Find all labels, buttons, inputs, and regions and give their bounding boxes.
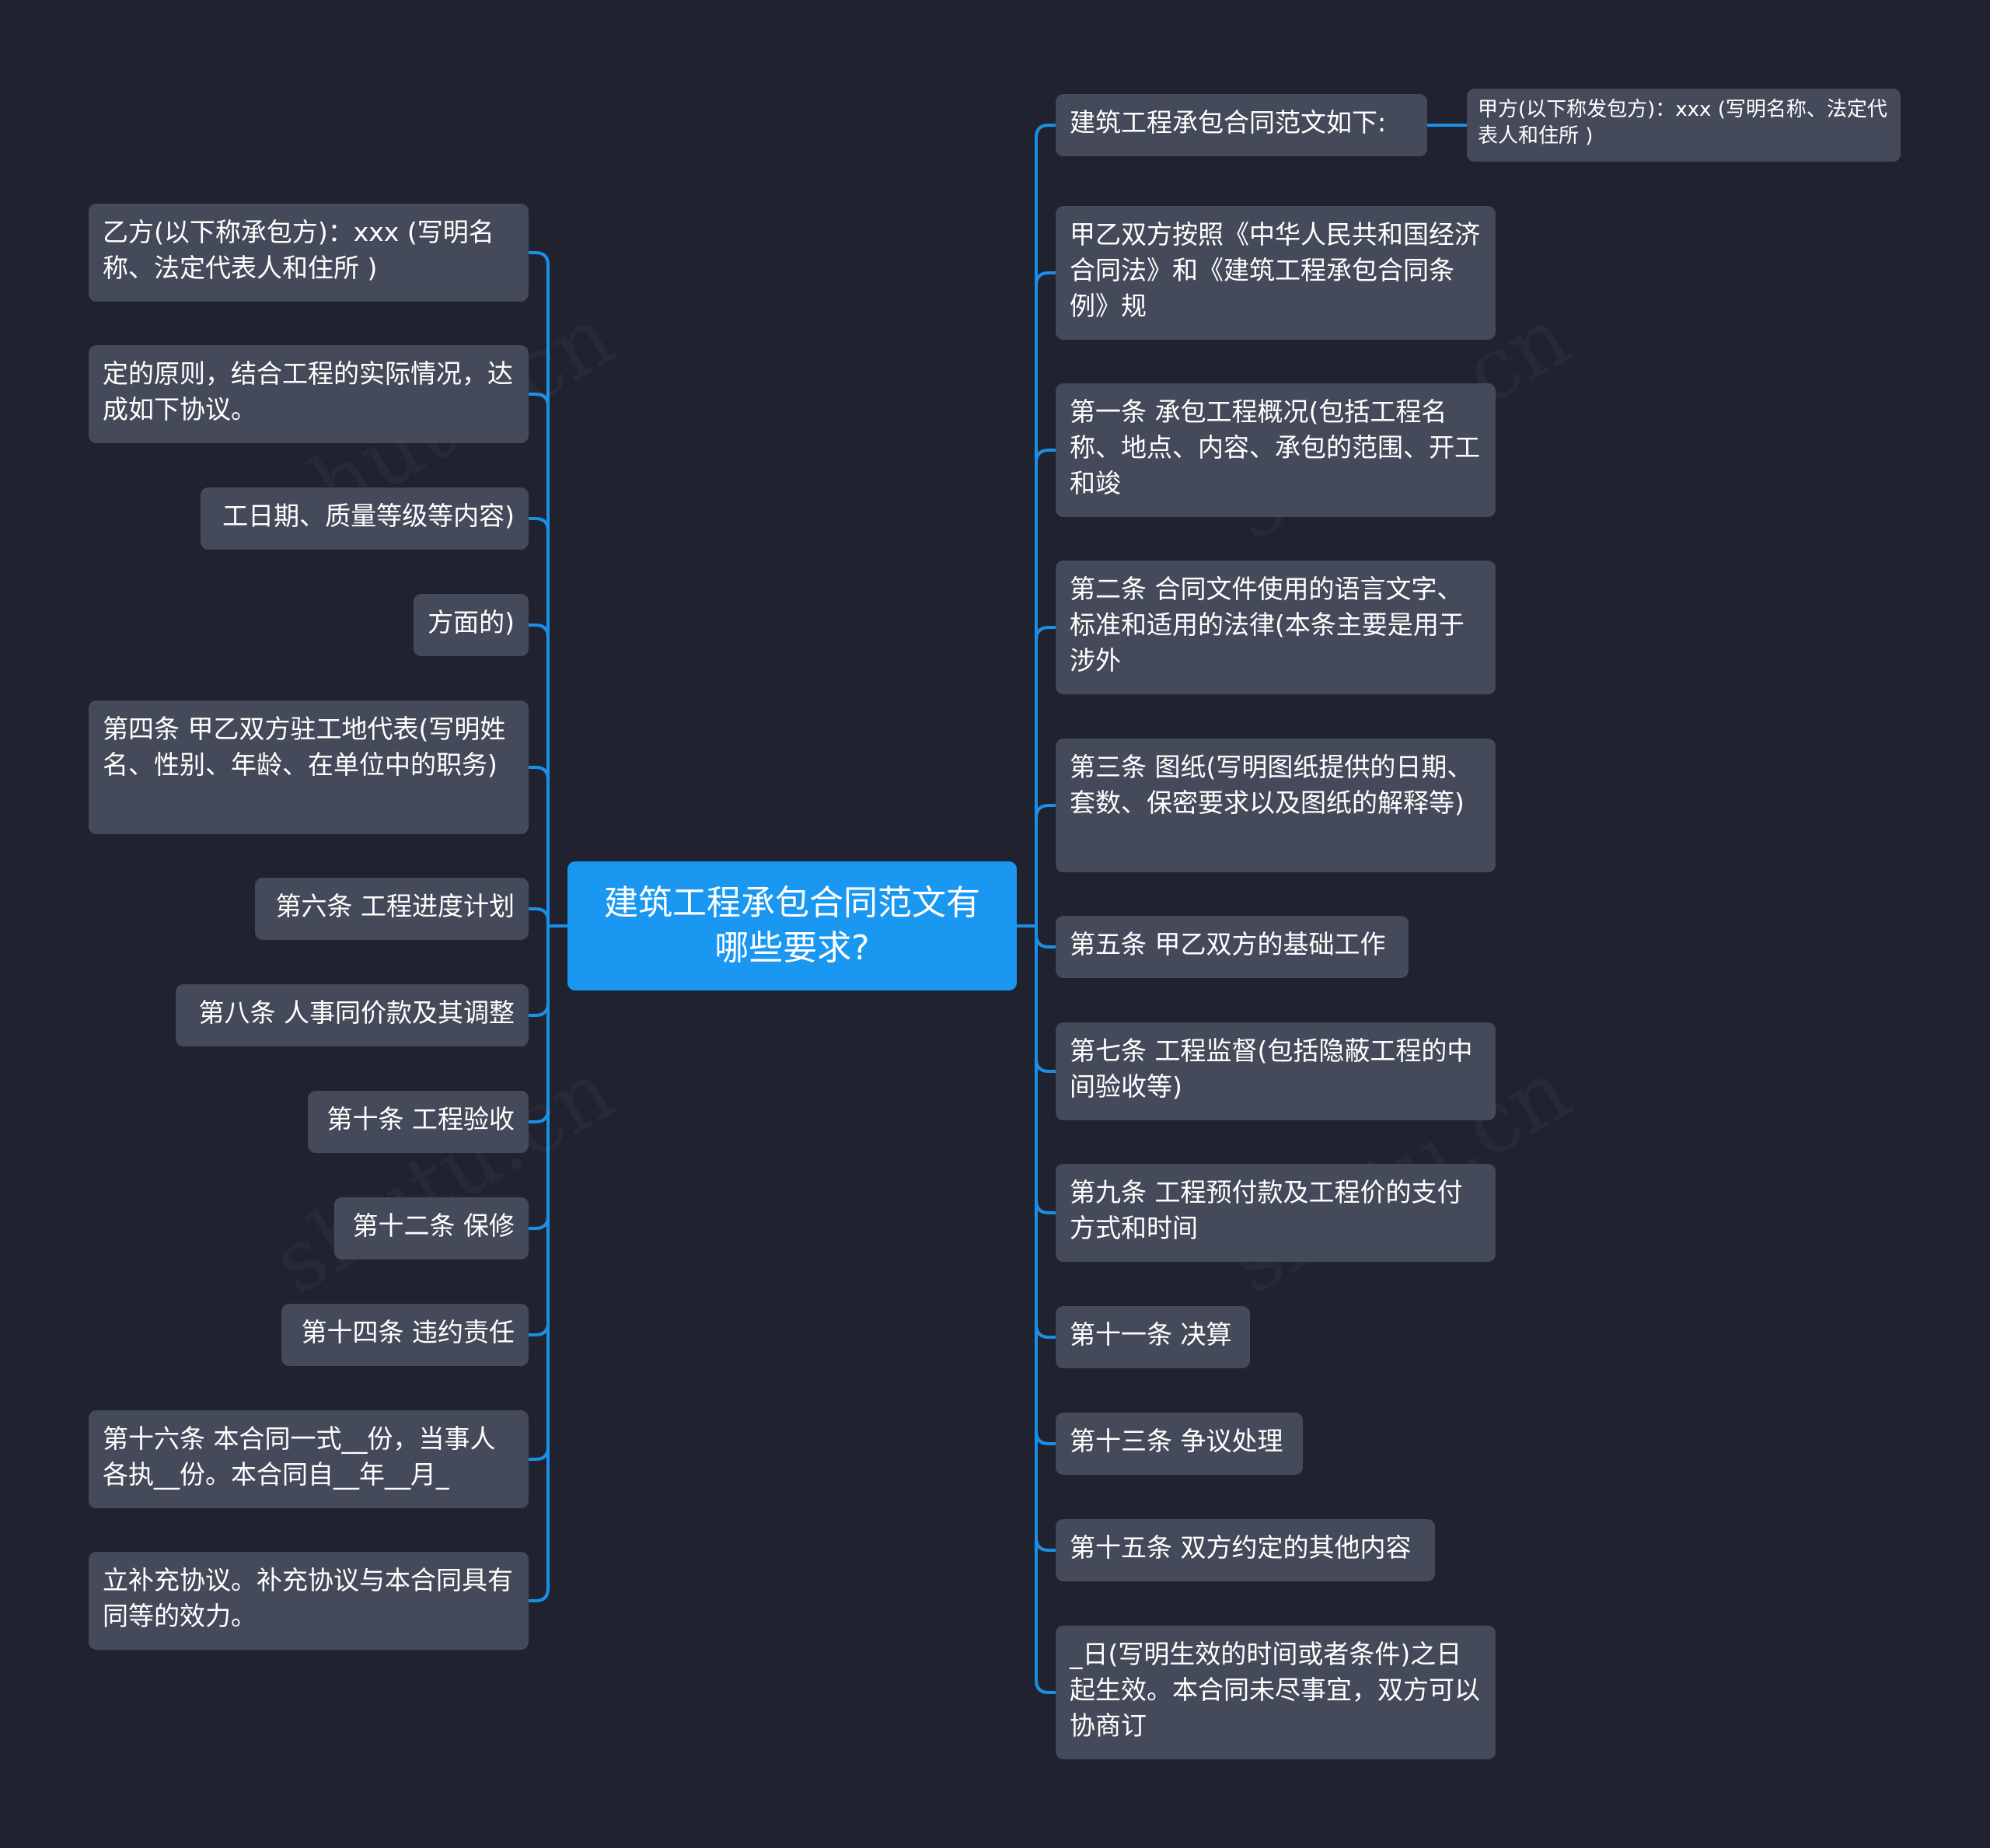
right-node-7[interactable]: 第七条 工程监督(包括隐蔽工程的中间验收等): [1056, 1022, 1496, 1120]
node-label: 第十五条 双方约定的其他内容: [1070, 1532, 1412, 1563]
node-label: _日(写明生效的时间或者条件)之日起生效。本合同未尽事宜，双方可以协商订: [1070, 1639, 1480, 1741]
root-topic-label: 建筑工程承包合同范文有哪些要求?: [604, 883, 980, 968]
node-label: 第十六条 本合同一式__份，当事人各执__份。本合同自__年__月_: [103, 1424, 496, 1490]
left-node-1[interactable]: 乙方(以下称承包方)：xxx (写明名称、法定代表人和住所 ): [89, 204, 529, 302]
link-right-1: [1035, 124, 1056, 926]
right-node-2[interactable]: 甲乙双方按照《中华人民共和国经济合同法》和《建筑工程承包合同条例》规: [1056, 206, 1496, 340]
node-label: 第十二条 保修: [352, 1210, 515, 1241]
right-node-9[interactable]: 第十一条 决算: [1056, 1306, 1250, 1368]
node-label: 第十四条 违约责任: [301, 1317, 515, 1347]
link-left-3: [529, 517, 550, 926]
link-left-4: [529, 624, 550, 926]
link-right-12: [1035, 926, 1056, 1694]
left-node-2[interactable]: 定的原则，结合工程的实际情况，达成如下协议。: [89, 345, 529, 443]
node-label: 第五条 甲乙双方的基础工作: [1070, 929, 1386, 959]
link-right-3: [1035, 449, 1056, 926]
node-label: 第一条 承包工程概况(包括工程名称、地点、内容、承包的范围、开工和竣: [1070, 396, 1480, 498]
left-node-4[interactable]: 方面的): [414, 594, 529, 656]
node-label: 第三条 图纸(写明图纸提供的日期、套数、保密要求以及图纸的解释等): [1070, 752, 1473, 818]
node-label: 乙方(以下称承包方)：xxx (写明名称、法定代表人和住所 ): [103, 217, 494, 283]
left-node-9[interactable]: 第十二条 保修: [334, 1197, 529, 1259]
link-right-9: [1035, 926, 1056, 1339]
left-node-5[interactable]: 第四条 甲乙双方驻工地代表(写明姓名、性别、年龄、在单位中的职务): [89, 700, 529, 834]
link-left-11: [529, 926, 550, 1461]
left-node-10[interactable]: 第十四条 违约责任: [281, 1304, 529, 1366]
link-right-11: [1035, 926, 1056, 1552]
right-node-6[interactable]: 第五条 甲乙双方的基础工作: [1056, 916, 1409, 978]
node-label: 第十一条 决算: [1070, 1319, 1232, 1350]
node-label: 第六条 工程进度计划: [275, 891, 515, 921]
right-node-4[interactable]: 第二条 合同文件使用的语言文字、标准和适用的法律(本条主要是用于涉外: [1056, 561, 1496, 694]
link-right-2: [1035, 271, 1056, 926]
left-node-7[interactable]: 第八条 人事同价款及其调整: [176, 984, 529, 1046]
link-left-5: [529, 766, 550, 926]
right-node-12[interactable]: _日(写明生效的时间或者条件)之日起生效。本合同未尽事宜，双方可以协商订: [1056, 1626, 1496, 1759]
link-right-10: [1035, 926, 1056, 1445]
node-label: 定的原则，结合工程的实际情况，达成如下协议。: [103, 358, 513, 424]
link-right-4: [1035, 626, 1056, 926]
node-label: 方面的): [428, 607, 515, 638]
link-left-6: [529, 907, 550, 926]
right-node-8[interactable]: 第九条 工程预付款及工程价的支付方式和时间: [1056, 1164, 1496, 1262]
left-node-8[interactable]: 第十条 工程验收: [308, 1091, 529, 1153]
node-label: 甲乙双方按照《中华人民共和国经济合同法》和《建筑工程承包合同条例》规: [1070, 219, 1480, 321]
node-label: 第七条 工程监督(包括隐蔽工程的中间验收等): [1070, 1036, 1473, 1102]
node-label: 立补充协议。补充协议与本合同具有同等的效力。: [103, 1565, 513, 1631]
right-node-10[interactable]: 第十三条 争议处理: [1056, 1413, 1303, 1475]
node-label: 第九条 工程预付款及工程价的支付方式和时间: [1070, 1177, 1463, 1243]
node-label: 建筑工程承包合同范文如下:: [1070, 107, 1387, 138]
right-node-11[interactable]: 第十五条 双方约定的其他内容: [1056, 1519, 1435, 1581]
link-left-7: [529, 926, 550, 1017]
node-label: 工日期、质量等级等内容): [222, 501, 515, 531]
node-label: 第十三条 争议处理: [1070, 1426, 1283, 1456]
link-left-1: [529, 251, 550, 926]
node-label: 第八条 人事同价款及其调整: [198, 997, 515, 1028]
link-left-12: [529, 926, 550, 1602]
link-left-2: [529, 393, 550, 926]
link-right-5: [1035, 804, 1056, 926]
left-node-11[interactable]: 第十六条 本合同一式__份，当事人各执__份。本合同自__年__月_: [89, 1410, 529, 1508]
node-label: 第二条 合同文件使用的语言文字、标准和适用的法律(本条主要是用于涉外: [1070, 574, 1465, 676]
left-node-6[interactable]: 第六条 工程进度计划: [255, 878, 529, 940]
left-node-12[interactable]: 立补充协议。补充协议与本合同具有同等的效力。: [89, 1552, 529, 1650]
sub-node-party-a[interactable]: 甲方(以下称发包方)：xxx (写明名称、法定代表人和住所 ): [1467, 89, 1901, 162]
node-label: 第十条 工程验收: [326, 1104, 515, 1134]
root-topic[interactable]: 建筑工程承包合同范文有哪些要求?: [567, 861, 1017, 990]
node-label: 第四条 甲乙双方驻工地代表(写明姓名、性别、年龄、在单位中的职务): [103, 714, 506, 780]
right-node-5[interactable]: 第三条 图纸(写明图纸提供的日期、套数、保密要求以及图纸的解释等): [1056, 739, 1496, 872]
left-node-3[interactable]: 工日期、质量等级等内容): [201, 487, 529, 550]
link-right-6: [1035, 926, 1056, 948]
right-node-1[interactable]: 建筑工程承包合同范文如下:: [1056, 94, 1427, 156]
right-node-3[interactable]: 第一条 承包工程概况(包括工程名称、地点、内容、承包的范围、开工和竣: [1056, 383, 1496, 517]
node-label: 甲方(以下称发包方)：xxx (写明名称、法定代表人和住所 ): [1478, 98, 1887, 148]
